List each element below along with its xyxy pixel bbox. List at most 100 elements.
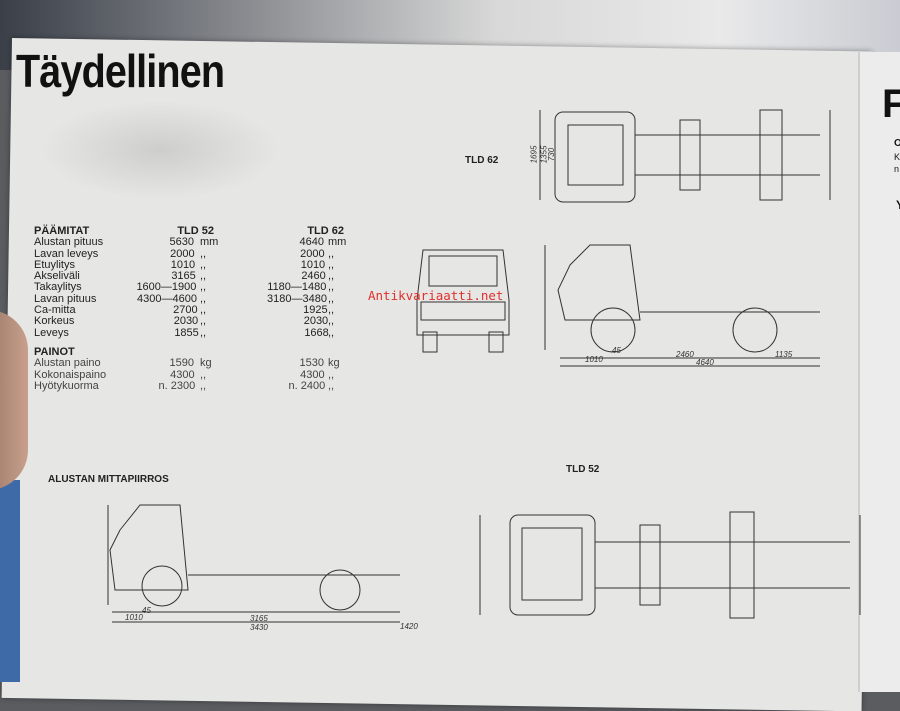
main-header: PÄÄMITAT	[34, 225, 90, 237]
spec-u1: ,,	[200, 281, 207, 294]
watermark: Antikvariaatti.net	[368, 288, 504, 303]
spec-u1: kg	[200, 357, 212, 370]
spec-l: Korkeus	[34, 315, 75, 328]
dimension-label: 45	[142, 606, 151, 615]
spec-u2: kg	[328, 357, 340, 370]
spec-l: Lavan leveys	[34, 247, 99, 260]
spec-row: Alustan paino 1590 kg 1530 kg	[34, 357, 364, 370]
spec-u1: ,,	[200, 270, 207, 283]
dimension-label: 4640	[696, 358, 714, 367]
spec-u2: ,,	[328, 326, 335, 339]
spec-v2: 1668	[304, 326, 329, 339]
spec-l: Hyötykuorma	[34, 379, 99, 392]
spec-u2: ,,	[328, 315, 335, 328]
dimension-label: 2460	[676, 350, 694, 359]
spec-u2: mm	[328, 236, 347, 249]
spec-v2: 2030	[303, 315, 329, 328]
weights-header: PAINOT	[34, 345, 75, 358]
dimension-label: 1135	[775, 350, 793, 359]
tld62-top-view-drawing	[539, 109, 831, 203]
spec-v2: 1010	[300, 258, 326, 271]
spec-l: Leveys	[34, 326, 69, 339]
spec-u2: ,,	[328, 247, 335, 260]
spec-u1: mm	[200, 236, 219, 249]
spec-l: Alustan pituus	[34, 236, 104, 249]
spec-v1: 4300—4600	[137, 292, 197, 305]
spec-v2: 2000	[300, 247, 325, 260]
spec-u1: ,,	[200, 247, 207, 260]
spec-u2: ,,	[328, 258, 335, 271]
spec-u1: ,,	[200, 368, 207, 381]
spec-v2: 1530	[299, 357, 324, 370]
spec-v1: 1590	[169, 357, 194, 370]
spec-v2: 1925	[303, 304, 328, 317]
page-title: Täydellinen	[16, 45, 225, 97]
bleed-through-image	[40, 100, 280, 200]
spec-l: Alustan paino	[34, 357, 101, 370]
blue-cover-edge	[0, 480, 20, 682]
weights-header-row: PAINOT	[34, 345, 364, 358]
dimension-label: 3165	[250, 614, 268, 623]
spec-u2: ,,	[328, 368, 335, 381]
dimension-label: 3430	[250, 623, 268, 632]
spec-v1: 1600—1900	[136, 281, 197, 294]
spec-u1: ,,	[200, 292, 207, 305]
spec-v2: 1180—1480	[267, 281, 327, 294]
spec-u2: ,,	[328, 379, 335, 392]
spec-u1: ,,	[200, 326, 207, 339]
dimension-label: 1420	[400, 622, 418, 631]
spec-l: Etuylitys	[34, 258, 75, 271]
spec-v1: 2700	[173, 304, 198, 317]
spec-l: Akseliväli	[34, 270, 80, 283]
spec-v1: n. 2300	[158, 379, 196, 392]
label-tld62: TLD 62	[465, 155, 499, 166]
spec-v1: 2030	[173, 315, 199, 328]
spec-v2: 4640	[299, 236, 324, 249]
spec-u2: ,,	[328, 281, 335, 294]
spec-v2: 4300	[300, 368, 325, 381]
label-chassis-drawing: ALUSTAN MITTAPIIRROS	[48, 474, 169, 485]
spec-u2: ,,	[328, 292, 335, 305]
spec-v1: 5630	[169, 236, 194, 249]
spec-row: Alustan pituus 5630 mm 4640 mm	[34, 236, 364, 249]
letter: F	[882, 82, 900, 126]
spec-v1: 3165	[171, 270, 196, 283]
tld52-side-view-drawing	[107, 504, 400, 623]
dimension-label: 730	[547, 147, 557, 162]
dimension-label: 1010	[585, 355, 603, 364]
tld62-side-view-drawing	[544, 244, 820, 367]
letter: n	[894, 164, 900, 174]
spec-v1: 1855	[174, 326, 199, 339]
next-page-edge: F O K n Y	[858, 52, 900, 692]
spec-v1: 2000	[170, 247, 195, 260]
spec-v2: 2460	[301, 270, 326, 283]
dimension-label: 1010	[125, 613, 143, 622]
letter: K	[894, 152, 900, 162]
dimension-label: 45	[612, 346, 621, 355]
spec-u1: ,,	[200, 304, 207, 317]
spec-v1: 1010	[170, 258, 196, 271]
letter: O	[894, 138, 900, 149]
spec-v1: 4300	[170, 368, 195, 381]
spec-u1: ,,	[200, 379, 207, 392]
spec-u1: ,,	[200, 258, 207, 271]
spec-l: Lavan pituus	[34, 292, 97, 305]
thumb	[0, 310, 28, 490]
col-tld52: TLD 52	[177, 225, 214, 237]
tld52-top-view-drawing	[479, 511, 861, 619]
spec-u1: ,,	[200, 315, 207, 328]
letter: Y	[896, 198, 900, 212]
front-view-drawing	[416, 249, 510, 353]
spec-l: Ca-mitta	[34, 304, 76, 317]
